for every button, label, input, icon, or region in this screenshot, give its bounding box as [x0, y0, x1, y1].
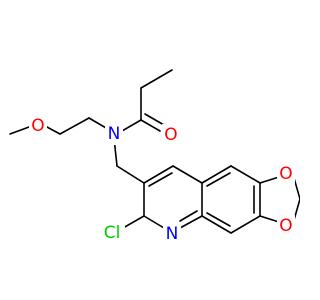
bond-c8-c8a [201, 215, 232, 234]
atom-label-layer: O N O Cl N O O [29, 115, 295, 245]
bond-c3-c4-inner [148, 172, 173, 187]
bond-ch2-ch2 [59, 117, 90, 135]
dioxole-bottom-oxygen-label: O [279, 216, 292, 236]
bond-c4a-c5 [201, 165, 232, 184]
bond-c3-c4 [143, 165, 174, 184]
bond-layer [9, 69, 300, 234]
bond-c7-c8 [230, 215, 261, 234]
bond-c4-c4a [172, 165, 203, 184]
bond-o-ch3 [9, 126, 30, 135]
methoxy-oxygen-label: O [31, 116, 44, 136]
bond-c5-c6 [230, 165, 261, 184]
bond-carbonyl-c-o-1 [140, 119, 161, 132]
bond-c8a-n-inner [179, 210, 198, 222]
ring-nitrogen-label: N [166, 224, 179, 244]
carbonyl-oxygen-label: O [164, 125, 177, 145]
bond-methylene-ring [116, 165, 145, 184]
bond-carbonyl-c-o-2 [144, 113, 165, 126]
bond-c8-c8a-inner [206, 212, 231, 227]
bond-c7-o-bottom [259, 215, 280, 223]
bond-n-ch2 [88, 117, 107, 129]
bond-c8a-n [179, 215, 203, 229]
amide-nitrogen-label: N [108, 124, 121, 144]
bond-c6-o-top [259, 176, 280, 184]
bond-ethyl-ch3 [140, 69, 173, 89]
chlorine-label: Cl [104, 223, 121, 243]
bond-ch2-o [46, 126, 61, 135]
structure-diagram: O N O Cl N O O [9, 69, 300, 245]
bond-c2-cl [122, 215, 145, 229]
bond-carbonyl-n [121, 119, 142, 132]
bond-n-c2 [143, 215, 165, 229]
dioxole-top-oxygen-label: O [279, 164, 292, 184]
bond-c4a-c5-inner [206, 172, 231, 187]
